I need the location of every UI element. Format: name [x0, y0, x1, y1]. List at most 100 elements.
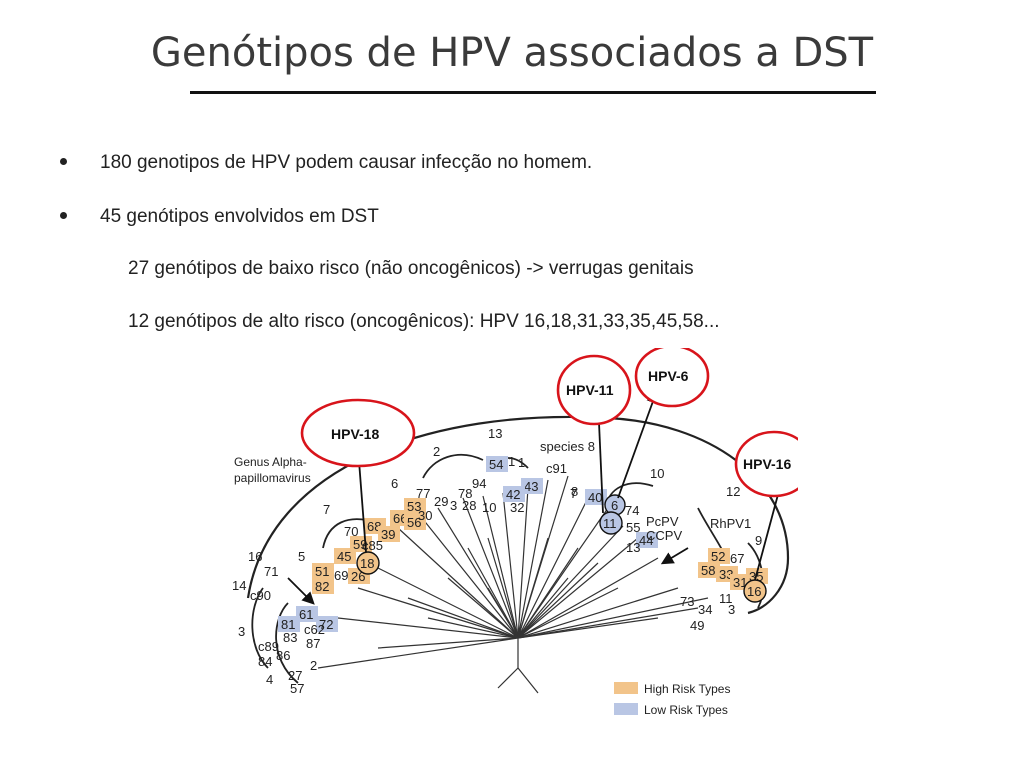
type-label: 74 [625, 503, 639, 518]
type-label: c85 [362, 538, 383, 553]
type-label: 67 [730, 551, 744, 566]
hpv-16-label: HPV-16 [743, 456, 791, 472]
type-label: 7 [570, 486, 577, 501]
type-label: 10 [482, 500, 496, 515]
hpv-18-ring [300, 398, 416, 468]
low-risk-type: 44 [639, 533, 653, 548]
type-label: RhPV1 [710, 516, 751, 531]
type-label: 55 [626, 520, 640, 535]
type-label: 49 [690, 618, 704, 633]
type-label: 29 [434, 494, 448, 509]
hpv-11-label: HPV-11 [566, 382, 614, 398]
bullet-text: 45 genótipos envolvidos em DST [100, 206, 379, 227]
species-numbers: 2 13 6 7 5 16 14 3 4 10 12 9 11 1 8 [232, 426, 762, 687]
legend-low-label: Low Risk Types [644, 703, 728, 717]
high-risk-type: 30 [418, 508, 432, 523]
type-label: 28 [462, 498, 476, 513]
species-number: 8 [571, 484, 578, 499]
low-risk-type: 6 [611, 498, 618, 513]
type-label: 71 [264, 564, 278, 579]
type-label: 84 [258, 654, 272, 669]
bullet-dot [60, 158, 67, 165]
species-number: 1 [508, 454, 515, 469]
bullet-dot [60, 212, 67, 219]
high-risk-type: 51 [315, 564, 329, 579]
legend-low-swatch [614, 703, 638, 715]
type-label: c89 [258, 639, 279, 654]
high-risk-type: 59 [353, 537, 367, 552]
hpv-16-ring [734, 430, 798, 498]
genus-label-line-1: Genus Alpha- [234, 455, 307, 469]
type-label: 1 [518, 455, 525, 470]
bullet-item-1: 180 genotipos de HPV podem causar infecç… [60, 152, 592, 174]
hpv-callouts: HPV-18 HPV-11 HPV-6 HPV-16 [300, 348, 798, 498]
high-risk-type: 16 [747, 584, 761, 599]
genus-boundary-arc [246, 415, 790, 615]
high-risk-type: 68 [367, 519, 381, 534]
tree-branches [317, 475, 709, 694]
low-risk-type: 72 [319, 617, 333, 632]
bullet-item-2: 45 genótipos envolvidos em DST [60, 206, 379, 228]
high-risk-type: 70 [344, 524, 358, 539]
hpv-6-label: HPV-6 [648, 368, 689, 384]
low-risk-type: 40 [588, 490, 602, 505]
low-risk-type: 81 [281, 617, 295, 632]
type-label: c62 [304, 622, 325, 637]
legend: High Risk Types Low Risk Types [614, 682, 730, 717]
slide-title: Genótipos de HPV associados a DST [150, 30, 874, 76]
species-number: 7 [323, 502, 330, 517]
type-label: 32 [510, 500, 524, 515]
species-number: 2 [433, 444, 440, 459]
low-risk-type: 11 [603, 516, 617, 531]
other-types: 77 29 3 28 10 78 94 32 c91 74 55 13 PcPV… [250, 455, 751, 696]
high-risk-type: 18 [360, 556, 374, 571]
species-number: 3 [238, 624, 245, 639]
type-label: 83 [283, 630, 297, 645]
low-risk-types: 54 43 42 40 6 11 44 61 81 72 [278, 456, 658, 632]
species-number: 16 [248, 549, 262, 564]
sub-item-high-risk: 12 genótipos de alto risco (oncogênicos)… [128, 311, 720, 332]
type-label: 57 [290, 681, 304, 696]
high-risk-type: 58 [701, 563, 715, 578]
legend-high-label: High Risk Types [644, 682, 730, 696]
species-number: 6 [391, 476, 398, 491]
type-label: 86 [276, 648, 290, 663]
type-label: 87 [306, 636, 320, 651]
title-underline [190, 91, 876, 94]
high-risk-type: 45 [337, 549, 351, 564]
species-8-label: species 8 [540, 439, 595, 454]
high-risk-type: 52 [711, 549, 725, 564]
species-number: 13 [488, 426, 502, 441]
low-risk-type: 54 [489, 457, 503, 472]
type-label: c91 [546, 461, 567, 476]
species-number: 14 [232, 578, 246, 593]
low-risk-type: 42 [506, 487, 520, 502]
species-number: 10 [650, 466, 664, 481]
type-label: CCPV [646, 528, 682, 543]
type-label: 13 [626, 540, 640, 555]
type-label: 3 [728, 602, 735, 617]
high-risk-type: 56 [407, 515, 421, 530]
type-label: 3 [450, 498, 457, 513]
type-label: 77 [416, 486, 430, 501]
species-number: 11 [719, 591, 733, 606]
high-risk-type: 33 [719, 567, 733, 582]
high-risk-types: 51 82 45 59 68 70 39 26 69 66 53 56 30 1… [312, 498, 768, 603]
sub-item-low-risk: 27 genótipos de baixo risco (não oncogên… [128, 258, 694, 279]
species-number: 9 [755, 533, 762, 548]
type-label: 27 [288, 668, 302, 683]
type-label: 73 [680, 594, 694, 609]
high-risk-type: 82 [315, 579, 329, 594]
high-risk-type: 69 [334, 568, 348, 583]
hpv-18-label: HPV-18 [331, 426, 379, 442]
low-risk-type: 43 [524, 479, 538, 494]
type-label: 94 [472, 476, 486, 491]
species-number: 4 [266, 672, 273, 687]
high-risk-type: 53 [407, 499, 421, 514]
type-label: PcPV [646, 514, 679, 529]
genus-label-line-2: papillomavirus [234, 471, 311, 485]
high-risk-type: 31 [733, 575, 747, 590]
phylogenetic-tree-diagram: Genus Alpha- papillomavirus species 8 2 … [232, 348, 798, 717]
hpv-6-ring [634, 348, 710, 408]
legend-high-swatch [614, 682, 638, 694]
